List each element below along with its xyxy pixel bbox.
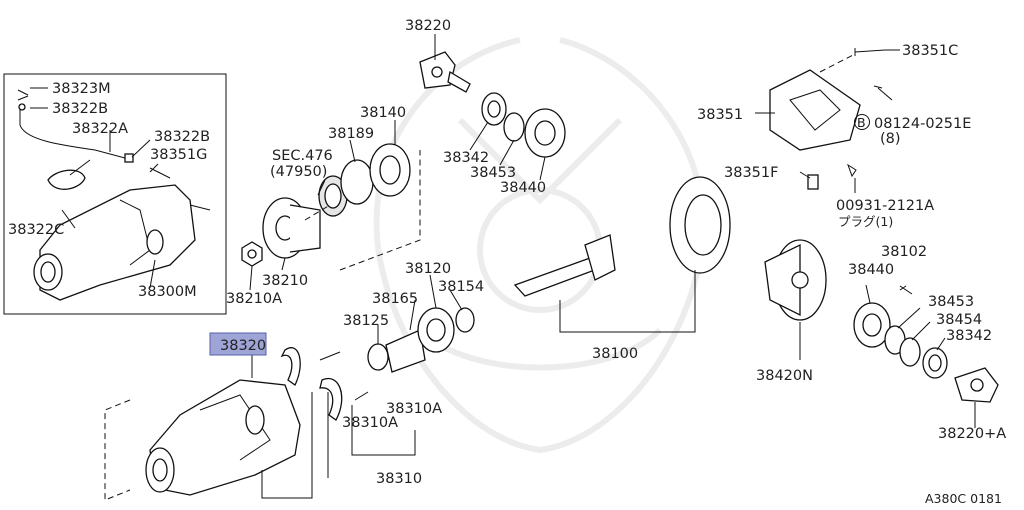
label-38453-b: 38453: [928, 294, 974, 310]
label-38125: 38125: [343, 313, 389, 329]
seal-38342-b[interactable]: [922, 347, 948, 379]
label-47950: (47950): [270, 164, 327, 180]
label-38453-a: 38453: [470, 165, 516, 181]
label-38210A: 38210A: [226, 291, 282, 307]
label-38420N: 38420N: [756, 368, 813, 384]
label-38310: 38310: [376, 471, 422, 487]
seal-38342-a[interactable]: [481, 92, 507, 126]
label-38320: 38320: [220, 338, 266, 354]
inset-hose-38322A[interactable]: [17, 89, 134, 163]
label-08124-qty: (8): [880, 131, 901, 147]
plug-38351F[interactable]: [807, 174, 819, 190]
label-38342-b: 38342: [946, 328, 992, 344]
bolt-38351C[interactable]: [854, 48, 886, 56]
label-sec476: SEC.476: [272, 148, 333, 164]
inset-housing-38300M[interactable]: [33, 184, 211, 301]
bearing-38440-a[interactable]: [524, 108, 566, 158]
label-38322B-b: 38322B: [154, 129, 210, 145]
watermark-logo: [373, 37, 707, 454]
label-38342-a: 38342: [443, 150, 489, 166]
label-38140: 38140: [360, 105, 406, 121]
leader-dash-cover: [819, 53, 856, 73]
leader-dash-flange: [304, 150, 421, 271]
label-38351: 38351: [697, 107, 743, 123]
label-38220: 38220: [405, 18, 451, 34]
label-08124-0251E: 08124-0251E: [874, 116, 971, 132]
bracket-38310-upper[interactable]: [280, 347, 301, 386]
leader-dash-housing: [104, 399, 131, 501]
bolt-38102[interactable]: [899, 285, 913, 295]
label-38440-b: 38440: [848, 262, 894, 278]
label-38322A: 38322A: [72, 121, 128, 137]
label-38351F: 38351F: [724, 165, 778, 181]
flange-38210[interactable]: [262, 197, 321, 259]
label-38100: 38100: [592, 346, 638, 362]
diff-case-38420N[interactable]: [764, 239, 827, 321]
label-38351C: 38351C: [902, 43, 958, 59]
label-38322C: 38322C: [8, 222, 64, 238]
label-38102: 38102: [881, 244, 927, 260]
shim-38154[interactable]: [455, 307, 475, 333]
label-38440-a: 38440: [500, 180, 546, 196]
bolt-38310A-a[interactable]: [319, 351, 341, 361]
leader-lines: [30, 34, 976, 428]
nut-38210A[interactable]: [241, 241, 263, 267]
inset-bolt-38351G[interactable]: [149, 163, 171, 179]
shim-38453-a[interactable]: [503, 112, 525, 142]
bolt-code-b-circle: [854, 114, 870, 130]
inset-clip-38322C[interactable]: [47, 159, 91, 190]
label-38210: 38210: [262, 273, 308, 289]
label-38310A-a: 38310A: [386, 401, 442, 417]
label-38454: 38454: [936, 312, 982, 328]
leader-38100: [559, 270, 696, 333]
label-38154: 38154: [438, 279, 484, 295]
label-38351G: 38351G: [150, 147, 207, 163]
bolt-08124[interactable]: [873, 85, 893, 101]
collapsible-spacer-38165[interactable]: [385, 329, 426, 373]
diagram-code: A380C 0181: [925, 491, 1002, 506]
flange-38220A[interactable]: [954, 367, 999, 403]
bearing-38140[interactable]: [340, 143, 411, 205]
bolt-38310A-b[interactable]: [354, 391, 369, 401]
label-38220A: 38220+A: [938, 426, 1006, 442]
label-b-marker: B: [857, 115, 866, 130]
inset-box: [3, 73, 227, 315]
drive-pinion-38100[interactable]: [513, 234, 616, 297]
bracket-38310-lower[interactable]: [319, 377, 343, 421]
label-38300M: 38300M: [138, 284, 197, 300]
label-38323M: 38323M: [52, 81, 111, 97]
label-38189: 38189: [328, 126, 374, 142]
ring-gear-38100[interactable]: [669, 176, 731, 274]
bearing-38440-b[interactable]: [853, 302, 891, 348]
bearing-38120[interactable]: [417, 307, 455, 353]
label-38120: 38120: [405, 261, 451, 277]
label-38322B-a: 38322B: [52, 101, 108, 117]
label-38310A-b: 38310A: [342, 415, 398, 431]
plug-00931[interactable]: [847, 163, 857, 178]
label-00931-2121A: 00931-2121A: [836, 198, 934, 214]
carrier-housing-38320[interactable]: [145, 379, 301, 496]
shim-38454[interactable]: [899, 337, 921, 367]
label-38165: 38165: [372, 291, 418, 307]
label-plug: プラグ(1): [838, 214, 893, 229]
leader-38310: [261, 392, 416, 499]
flange-38220[interactable]: [419, 51, 471, 93]
spacer-38125[interactable]: [367, 343, 389, 371]
highlight-38320[interactable]: [209, 332, 267, 356]
cover-38351[interactable]: [769, 69, 861, 151]
